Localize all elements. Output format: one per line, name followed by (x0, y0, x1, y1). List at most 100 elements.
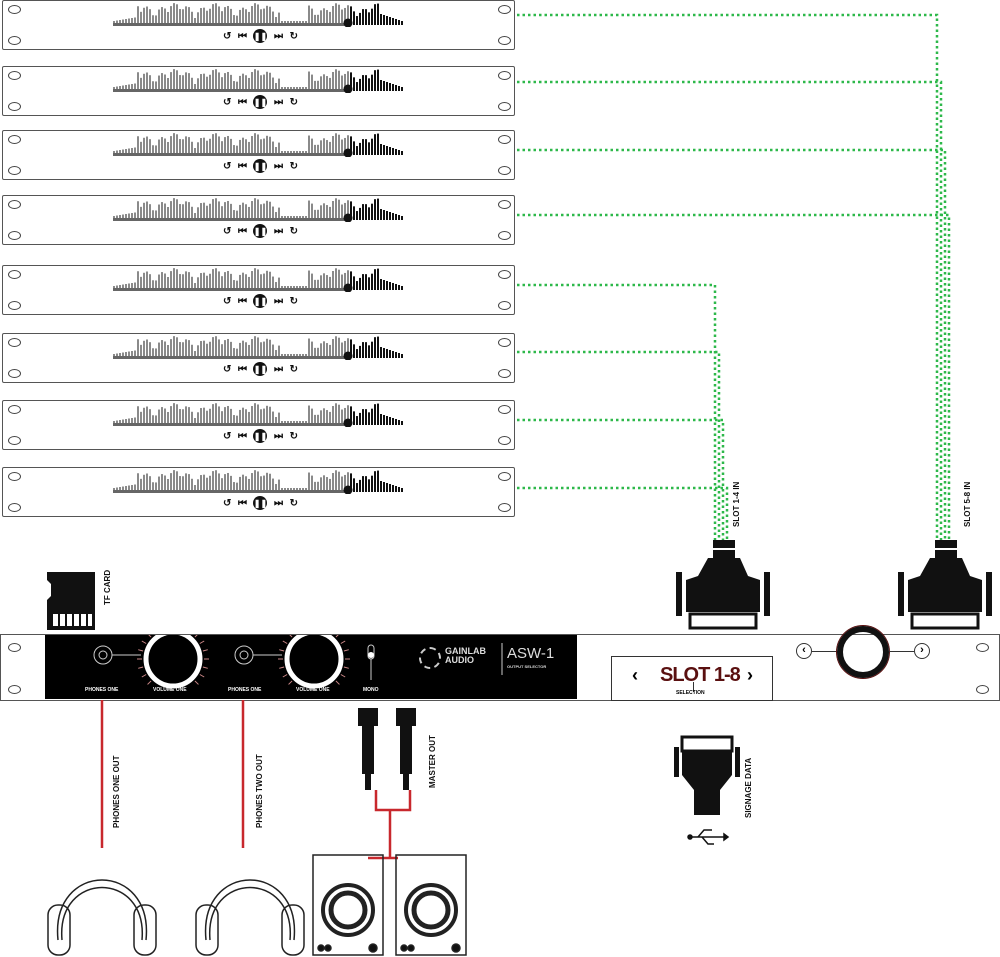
green-cable-5 (517, 283, 717, 540)
pause-button[interactable]: ❚❚ (253, 294, 268, 308)
brand-line-1: GAINLAB (445, 646, 486, 656)
next-icon[interactable]: ⏭ (274, 96, 284, 108)
prev-icon[interactable]: ⏮ (237, 497, 247, 509)
display-slot-text: SLOT 1-8 (660, 664, 741, 686)
tf-card-label: TF CARD (103, 569, 112, 605)
green-cable-3 (517, 148, 947, 540)
rewind-icon[interactable]: ↺ (223, 497, 232, 509)
phones-one-jack[interactable] (93, 646, 113, 666)
headphones-two-icon (195, 879, 305, 956)
display-prev-arrow[interactable]: ‹ (632, 665, 638, 685)
green-cable-6 (517, 350, 721, 540)
green-cable-8 (517, 486, 729, 540)
xlr-connectors-icon (358, 708, 416, 790)
headphones-one-icon (47, 879, 157, 956)
prev-icon[interactable]: ⏮ (237, 295, 247, 307)
next-icon[interactable]: ⏭ (274, 160, 284, 172)
forward-icon[interactable]: ↻ (289, 295, 298, 307)
prev-icon[interactable]: ⏮ (237, 160, 247, 172)
rack-player-5: ↺ ⏮ ❚❚ ⏭ ↻ (2, 265, 515, 315)
usb-icon (687, 829, 730, 845)
pause-button[interactable]: ❚❚ (253, 224, 268, 238)
green-cable-7 (517, 418, 725, 540)
phones-two-out-label: PHONES TWO OUT (255, 754, 264, 828)
slot-1-4-in-label: SLOT 1-4 IN (732, 481, 741, 527)
pause-button[interactable]: ❚❚ (253, 159, 268, 173)
forward-icon[interactable]: ↻ (289, 225, 298, 237)
db9-signage-connector (674, 735, 740, 845)
volume-two-knob[interactable] (287, 632, 341, 686)
waveform-progress[interactable] (113, 403, 408, 427)
slot-5-8-in-label: SLOT 5-8 IN (963, 481, 972, 527)
output-devices (47, 700, 467, 956)
model-subtitle: OUTPUT SELECTOR (507, 664, 547, 669)
speaker-left-icon (312, 854, 384, 956)
rewind-icon[interactable]: ↺ (223, 295, 232, 307)
master-out-label: MASTER OUT (428, 735, 437, 788)
rack-player-3: ↺ ⏮ ❚❚ ⏭ ↻ (2, 130, 515, 180)
rack-player-8: ↺ ⏮ ❚❚ ⏭ ↻ (2, 467, 515, 517)
db25-connector-slot-1-4 (676, 540, 770, 630)
db25-connector-slot-5-8 (898, 540, 992, 630)
green-cable-2 (517, 80, 943, 540)
prev-icon[interactable]: ⏮ (237, 225, 247, 237)
forward-icon[interactable]: ↻ (289, 363, 298, 375)
prev-icon[interactable]: ⏮ (237, 363, 247, 375)
rack-player-4: ↺ ⏮ ❚❚ ⏭ ↻ (2, 195, 515, 245)
waveform-progress[interactable] (113, 470, 408, 494)
signage-data-label: SIGNAGE DATA (744, 757, 753, 818)
phones-one-out-label: PHONES ONE OUT (112, 755, 121, 828)
rack-player-7: ↺ ⏮ ❚❚ ⏭ ↻ (2, 400, 515, 450)
next-icon[interactable]: ⏭ (274, 497, 284, 509)
pause-button[interactable]: ❚❚ (253, 429, 268, 443)
next-icon[interactable]: ⏭ (274, 30, 284, 42)
forward-icon[interactable]: ↻ (289, 160, 298, 172)
nav-prev-button[interactable]: ‹ (796, 643, 812, 659)
mono-switch-label: MONO (363, 687, 379, 693)
display-next-arrow[interactable]: › (747, 665, 753, 685)
pause-button[interactable]: ❚❚ (253, 496, 268, 510)
phones-two-jack-label: PHONES ONE (228, 687, 262, 693)
prev-icon[interactable]: ⏮ (237, 30, 247, 42)
waveform-progress[interactable] (113, 336, 408, 360)
waveform-progress[interactable] (113, 268, 408, 292)
next-icon[interactable]: ⏭ (274, 295, 284, 307)
rewind-icon[interactable]: ↺ (223, 96, 232, 108)
forward-icon[interactable]: ↻ (289, 430, 298, 442)
waveform-progress[interactable] (113, 69, 408, 93)
forward-icon[interactable]: ↻ (289, 96, 298, 108)
brand-line-2: AUDIO (445, 655, 474, 665)
next-icon[interactable]: ⏭ (274, 430, 284, 442)
prev-icon[interactable]: ⏮ (237, 430, 247, 442)
selection-label: SELECTION (676, 690, 705, 696)
nav-next-button[interactable]: › (914, 643, 930, 659)
gainlab-logo (419, 647, 441, 669)
next-icon[interactable]: ⏭ (274, 225, 284, 237)
volume-two-knob-label: VOLUME ONE (296, 687, 330, 693)
mono-switch[interactable] (366, 643, 376, 661)
phones-two-jack[interactable] (234, 646, 254, 666)
rewind-icon[interactable]: ↺ (223, 430, 232, 442)
waveform-progress[interactable] (113, 3, 408, 27)
green-cable-4 (517, 213, 951, 540)
rewind-icon[interactable]: ↺ (223, 363, 232, 375)
prev-icon[interactable]: ⏮ (237, 96, 247, 108)
green-cable-1 (517, 13, 939, 540)
rewind-icon[interactable]: ↺ (223, 225, 232, 237)
forward-icon[interactable]: ↻ (289, 30, 298, 42)
waveform-progress[interactable] (113, 198, 408, 222)
model-name: ASW-1 (507, 645, 555, 662)
pause-button[interactable]: ❚❚ (253, 362, 268, 376)
rewind-icon[interactable]: ↺ (223, 30, 232, 42)
rewind-icon[interactable]: ↺ (223, 160, 232, 172)
selector-knob[interactable] (837, 626, 889, 678)
forward-icon[interactable]: ↻ (289, 497, 298, 509)
pause-button[interactable]: ❚❚ (253, 29, 268, 43)
waveform-progress[interactable] (113, 133, 408, 157)
pause-button[interactable]: ❚❚ (253, 95, 268, 109)
next-icon[interactable]: ⏭ (274, 363, 284, 375)
volume-one-knob[interactable] (146, 632, 200, 686)
